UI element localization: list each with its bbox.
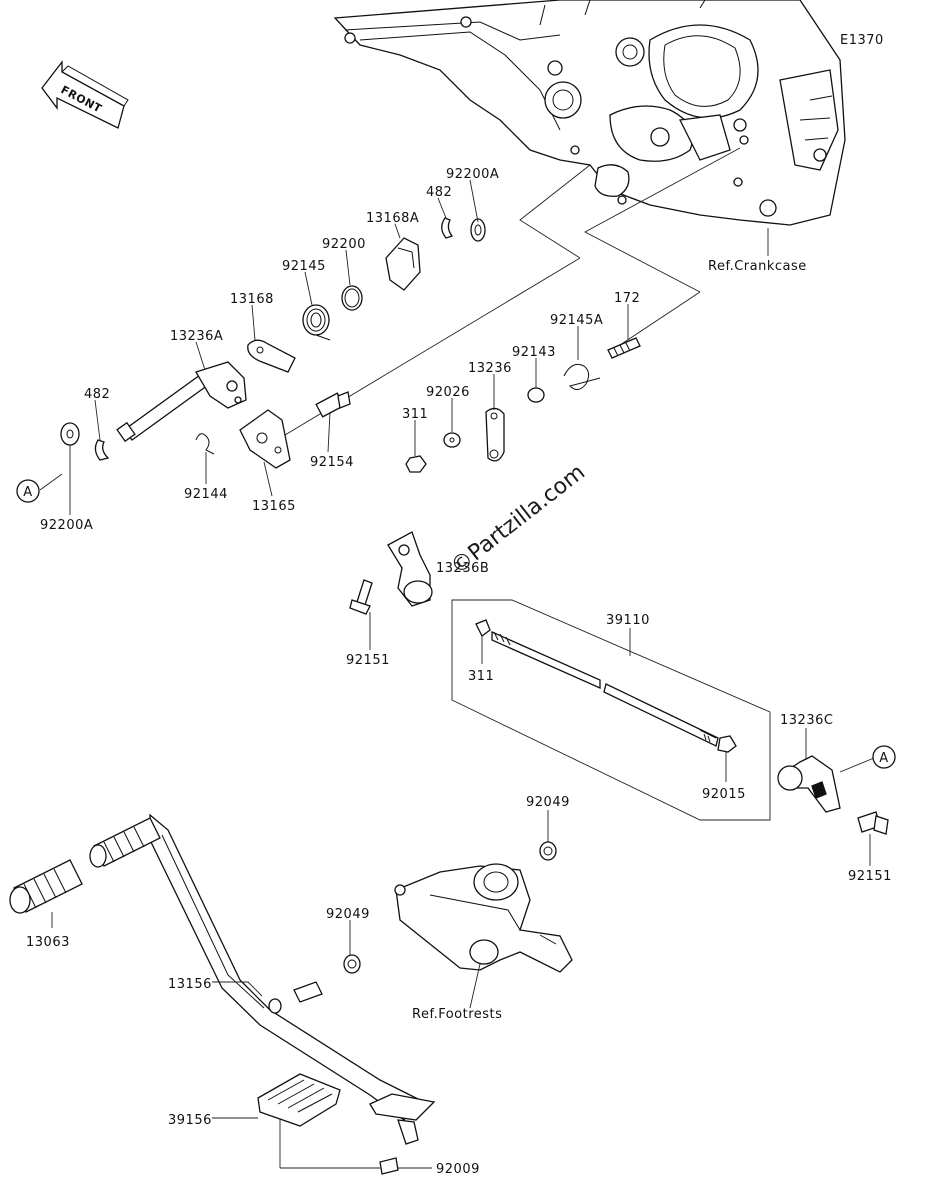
part-label-13236C: 13236C xyxy=(780,713,833,728)
part-label-92151-left: 92151 xyxy=(346,653,390,668)
shift-pedal-illustration xyxy=(9,813,436,1175)
shift-lever-link-group xyxy=(405,337,641,473)
ref-crankcase-label: Ref.Crankcase xyxy=(708,259,807,274)
part-label-92026: 92026 xyxy=(426,385,470,400)
part-label-13236A: 13236A xyxy=(170,329,223,344)
part-label-39156: 39156 xyxy=(168,1113,212,1128)
footrest-bracket-illustration xyxy=(343,841,573,974)
assembly-group-lines xyxy=(259,147,771,1169)
part-label-311-mid: 311 xyxy=(468,669,494,684)
callout-a-right: A xyxy=(872,745,896,769)
front-direction-arrow: FRONT xyxy=(41,60,129,129)
part-label-13156: 13156 xyxy=(168,977,212,992)
part-label-39110: 39110 xyxy=(606,613,650,628)
part-label-92015: 92015 xyxy=(702,787,746,802)
part-label-92200A-top: 92200A xyxy=(446,167,499,182)
part-label-482-left: 482 xyxy=(84,387,110,402)
part-label-92145: 92145 xyxy=(282,259,326,274)
part-label-311-top: 311 xyxy=(402,407,428,422)
part-label-92144: 92144 xyxy=(184,487,228,502)
part-label-92154: 92154 xyxy=(310,455,354,470)
part-label-92143: 92143 xyxy=(512,345,556,360)
part-label-13236: 13236 xyxy=(468,361,512,376)
tie-rod-group xyxy=(349,531,889,835)
part-label-92049-mid: 92049 xyxy=(326,907,370,922)
part-label-92200A-left: 92200A xyxy=(40,518,93,533)
part-label-13168A: 13168A xyxy=(366,211,419,226)
leader-lines xyxy=(39,179,875,1169)
callout-a-right-label: A xyxy=(879,751,888,766)
part-label-92200: 92200 xyxy=(322,237,366,252)
callout-a-left-label: A xyxy=(23,485,32,500)
shift-shaft-group xyxy=(60,217,486,469)
part-label-13236B: 13236B xyxy=(436,561,489,576)
part-label-13165: 13165 xyxy=(252,499,296,514)
callout-a-left: A xyxy=(16,479,40,503)
part-label-92049-top: 92049 xyxy=(526,795,570,810)
part-label-482-top: 482 xyxy=(426,185,452,200)
ref-footrests-label: Ref.Footrests xyxy=(412,1007,502,1022)
part-label-92145A: 92145A xyxy=(550,313,603,328)
part-label-92009: 92009 xyxy=(436,1162,480,1177)
part-label-172: 172 xyxy=(614,291,640,306)
part-label-92151-right: 92151 xyxy=(848,869,892,884)
diagram-id: E1370 xyxy=(840,33,884,48)
watermark: ©Partzilla.com xyxy=(446,460,590,580)
part-label-13063: 13063 xyxy=(26,935,70,950)
part-label-13168: 13168 xyxy=(230,292,274,307)
crankcase-illustration xyxy=(333,0,846,226)
